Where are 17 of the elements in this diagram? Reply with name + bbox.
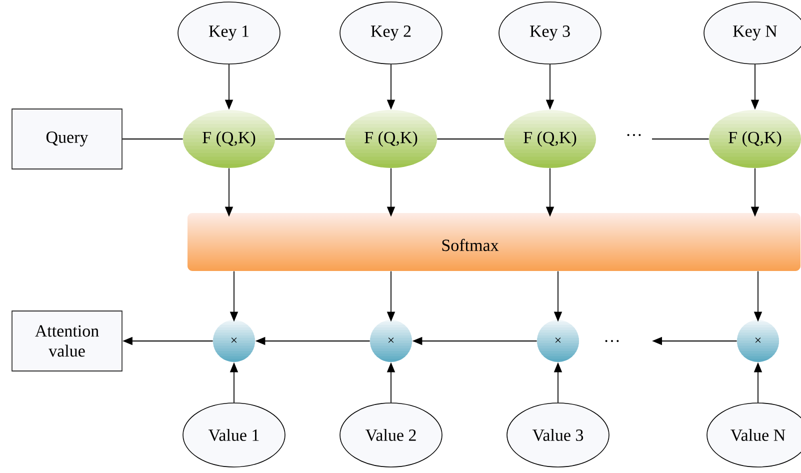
node-label: F (Q,K) (728, 131, 782, 147)
node-label: F (Q,K) (202, 131, 256, 147)
node-label: F (Q,K) (364, 131, 418, 147)
connector-line (274, 138, 346, 140)
band-label: Softmax (442, 238, 499, 252)
connector-line (122, 138, 184, 140)
node-label: × (231, 338, 237, 343)
node-label: × (755, 338, 761, 343)
text-box: Query (12, 108, 122, 170)
connector-line (652, 138, 710, 140)
node-label: F (Q,K) (524, 131, 576, 147)
node-label: × (388, 338, 394, 343)
ellipsis: … (627, 134, 641, 136)
connector-line (436, 138, 504, 140)
ellipsis: … (605, 340, 619, 342)
node-label: × (555, 338, 561, 343)
text-box: Attention value (12, 310, 122, 372)
